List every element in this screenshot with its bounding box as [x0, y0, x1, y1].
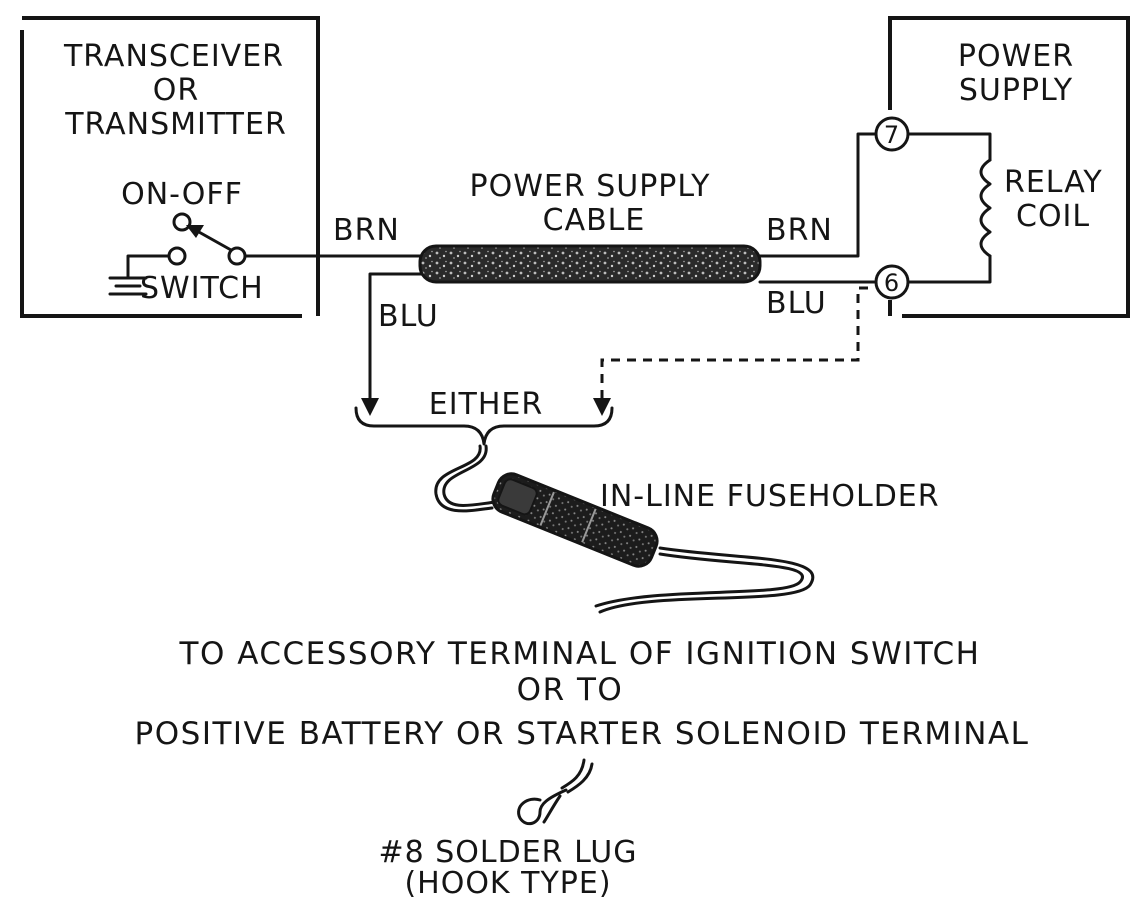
- power-supply-title-line-1: POWER: [958, 39, 1074, 74]
- blue-wire-left: [368, 272, 424, 402]
- relay-label-line-1: RELAY: [1004, 165, 1103, 200]
- destination-line-1: TO ACCESSORY TERMINAL OF IGNITION SWITCH: [179, 636, 981, 672]
- power-supply-cable: [418, 244, 762, 284]
- on-off-label: ON-OFF: [121, 177, 243, 212]
- brown-wire-right: [758, 132, 878, 258]
- alternate-route-dashed: [600, 286, 868, 398]
- terminal-7-label: 7: [884, 121, 900, 149]
- arrow-down-icon: [361, 398, 379, 416]
- power-supply-box: POWER SUPPLY 7 6 RELAY COIL: [874, 16, 1130, 318]
- either-brace: [354, 406, 614, 446]
- transceiver-title-line-2: OR: [153, 73, 199, 108]
- ground-icon: [108, 276, 148, 296]
- solder-lug-label-line-1: #8 SOLDER LUG: [379, 835, 638, 870]
- switch-label: SWITCH: [140, 271, 264, 306]
- transceiver-title-line-1: TRANSCEIVER: [63, 39, 284, 74]
- cable-label-line-2: CABLE: [543, 203, 646, 238]
- relay-label-line-2: COIL: [1016, 199, 1090, 234]
- solder-lug-label-line-2: (HOOK TYPE): [404, 866, 611, 901]
- solder-lug-icon: [517, 758, 594, 826]
- relay-coil-icon: [906, 132, 992, 284]
- cable-label-line-1: POWER SUPPLY: [470, 169, 711, 204]
- brn-label-right: BRN: [766, 213, 833, 248]
- terminal-7: 7: [874, 116, 910, 152]
- either-label: EITHER: [429, 387, 544, 422]
- destination-line-2: OR TO: [517, 672, 624, 708]
- blu-label-right: BLU: [766, 286, 827, 321]
- transceiver-box: TRANSCEIVER OR TRANSMITTER ON-OFF SWITCH: [20, 16, 320, 318]
- fuseholder-label: IN-LINE FUSEHOLDER: [600, 479, 940, 514]
- arrow-down-dashed-icon: [593, 398, 611, 416]
- on-off-switch-symbol: [126, 212, 247, 280]
- destination-line-3: POSITIVE BATTERY OR STARTER SOLENOID TER…: [135, 716, 1030, 752]
- brn-label-left: BRN: [333, 213, 400, 248]
- fuseholder-icon: [434, 444, 815, 614]
- power-supply-title-line-2: SUPPLY: [959, 73, 1073, 108]
- transceiver-title-line-3: TRANSMITTER: [64, 107, 287, 142]
- terminal-6-label: 6: [884, 269, 900, 297]
- terminal-6: 6: [874, 264, 910, 300]
- blu-label-left: BLU: [378, 299, 439, 334]
